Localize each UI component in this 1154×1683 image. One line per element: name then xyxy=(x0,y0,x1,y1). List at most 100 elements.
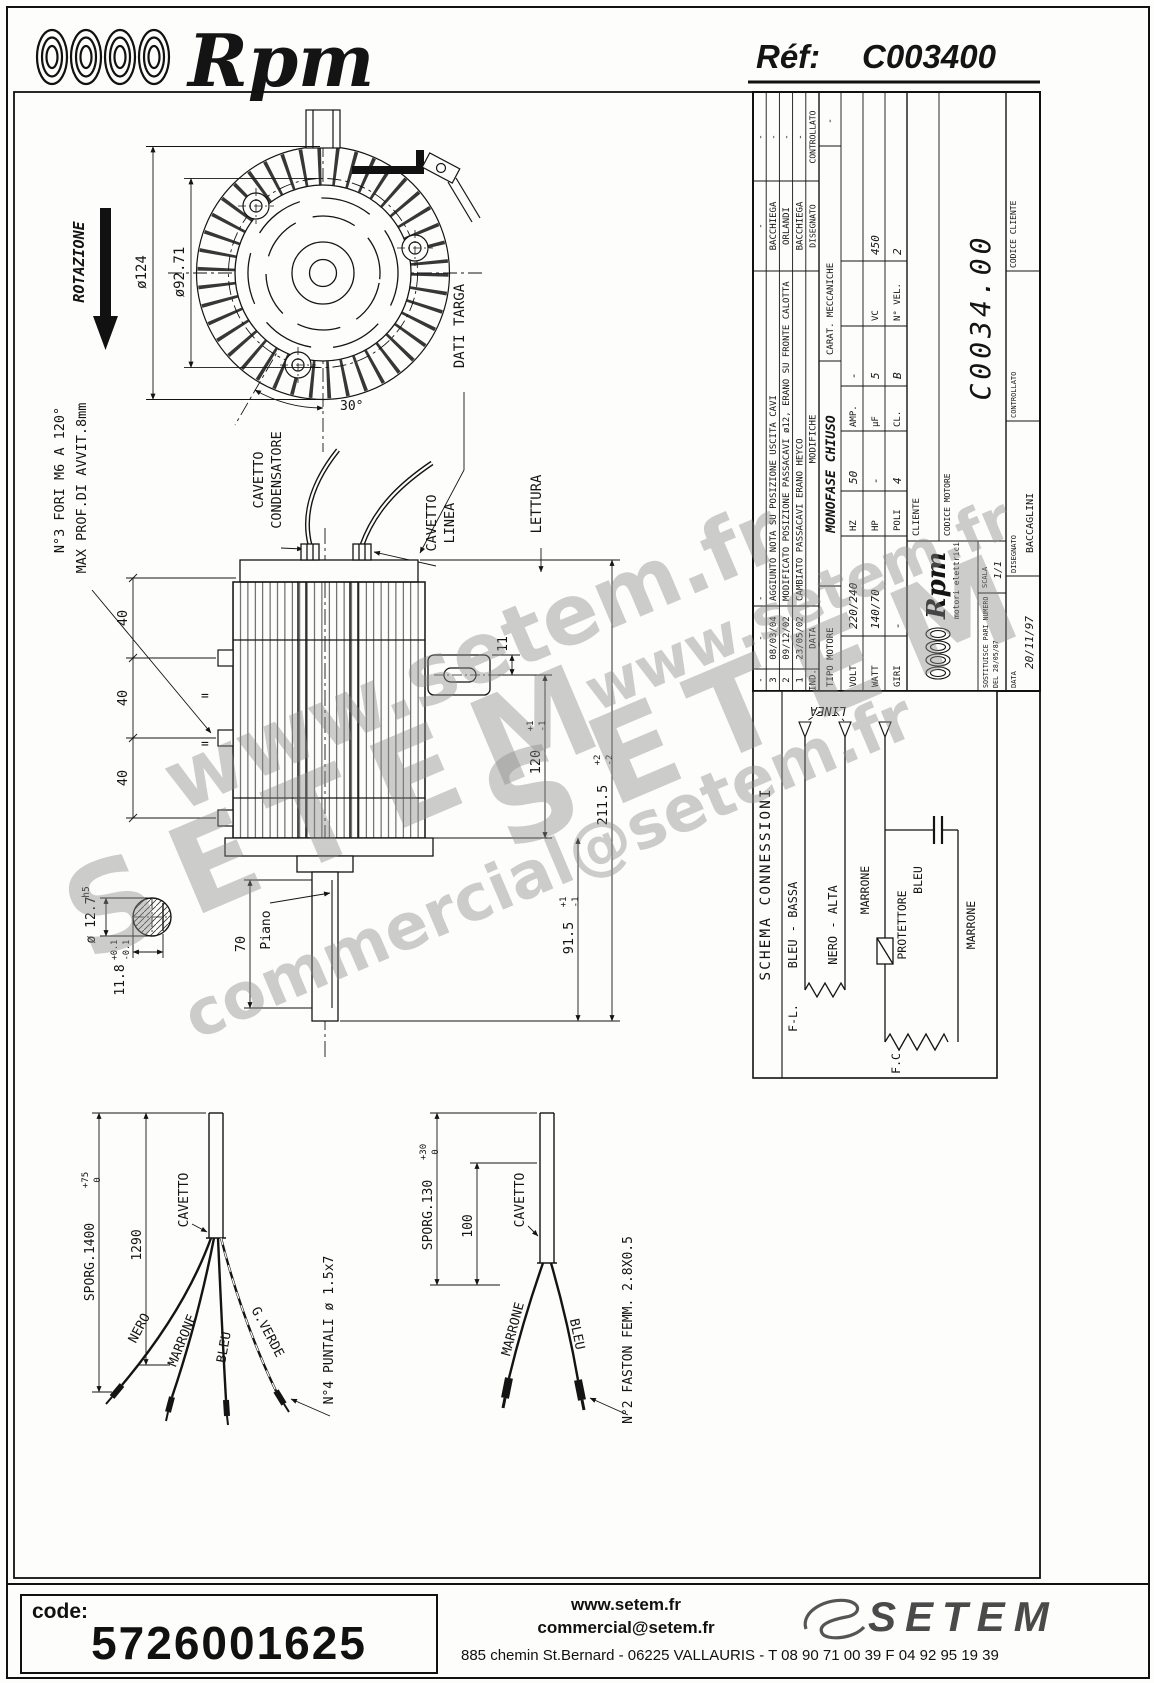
data-value: 20/11/97 xyxy=(1023,616,1036,669)
rotation-arrow xyxy=(93,208,118,350)
rev2-ind: 2 xyxy=(782,677,792,682)
tipo-motore-label: TIPO MOTORE xyxy=(826,627,836,687)
schema-bleu-bassa: BLEU - BASSA xyxy=(786,881,800,968)
puntali-leader xyxy=(290,1398,331,1417)
rev1-by: BACCHIEGA xyxy=(769,201,779,250)
elec-values: VOLT 220/240 HZ 50 AMP. - WATT 140/70 HP… xyxy=(847,235,904,687)
rev3-chk: - xyxy=(795,134,805,139)
amp-label: AMP. xyxy=(849,405,859,427)
flat-dim-label: 11.8 xyxy=(113,964,128,995)
faston-leader xyxy=(589,1397,629,1416)
hz-value: 50 xyxy=(847,470,860,484)
dim-120-tol-up: +1 xyxy=(526,721,536,732)
dati-targa-leader xyxy=(419,392,465,554)
rotazione-label: ROTAZIONE xyxy=(70,220,88,302)
setem-logo: SETEM xyxy=(798,1591,1128,1643)
dim-shaft-dia xyxy=(100,897,148,937)
controllato-label: CONTROLLATO xyxy=(1010,372,1018,418)
sporg130-label: SPORG.130 xyxy=(421,1180,436,1250)
cl-value: B xyxy=(891,372,904,379)
tb-logo-sub: motori elettrici xyxy=(952,542,961,619)
rev0-chk: - xyxy=(756,134,766,139)
cavetto-b-label: CAVETTO xyxy=(513,1172,528,1227)
poli-label: POLI xyxy=(893,509,903,531)
cliente-label: CLIENTE xyxy=(912,498,922,536)
data-label: DATA xyxy=(1010,670,1018,688)
hz-label: HZ xyxy=(849,520,859,531)
flat-tol-up: +0.1 xyxy=(110,940,120,960)
dim-40c: 40 xyxy=(115,770,131,786)
schema-connessioni: SCHEMA CONNESSIONI LINEA xyxy=(752,690,998,1079)
giri-label: GIRI xyxy=(893,665,903,687)
sporg1400-tol-dn: 0 xyxy=(93,1177,103,1182)
tipo-row-grid xyxy=(819,92,842,691)
angle-label: 30° xyxy=(340,399,363,414)
eq-mark-1: = xyxy=(201,689,209,704)
rev0-ind: - xyxy=(756,677,766,682)
title-block: - - - - - 3 08/03/04 AGGIUNTO NOTA SU PO… xyxy=(752,91,1041,692)
dim-211-tol-up: +2 xyxy=(593,755,603,766)
poli-value: 4 xyxy=(891,477,904,484)
code-value: 5726001625 xyxy=(91,1617,367,1669)
dim-211-label: 211.5 xyxy=(595,785,611,826)
piano-leader xyxy=(269,891,331,904)
ref-value: C003400 xyxy=(862,38,997,75)
drawing-frame xyxy=(13,91,1041,1579)
rev1-date: 08/03/04 xyxy=(769,616,779,659)
vc-value: 450 xyxy=(869,235,882,255)
volt-label: VOLT xyxy=(849,665,859,687)
rev1-desc: AGGIUNTO NOTA SU POSIZIONE USCITA CAVI xyxy=(769,395,779,601)
wire-b2-label: BLEU xyxy=(566,1317,587,1351)
nvel-label: N° VEL. xyxy=(893,283,903,321)
tipo-motore-value: MONOFASE CHIUSO xyxy=(824,415,839,534)
mounting-tab xyxy=(427,654,498,696)
hp-label: HP xyxy=(871,520,881,531)
volt-value: 220/240 xyxy=(847,582,860,629)
revision-table-grid xyxy=(753,92,820,691)
dim-40-chain xyxy=(126,573,236,823)
codice-motore-value: C0034.00 xyxy=(964,234,997,401)
cavetto-linea-label-2: LINEA xyxy=(442,503,458,544)
watt-label: WATT xyxy=(871,665,881,687)
dim-dia92 xyxy=(184,177,320,369)
rev-h-ind: IND. xyxy=(809,669,819,691)
motor-body xyxy=(232,581,426,839)
cable-clamp-bracket xyxy=(352,150,481,223)
dim-40b: 40 xyxy=(115,690,131,706)
dim-120 xyxy=(433,674,552,839)
eq-mark-2: = xyxy=(201,737,209,752)
dim-1290 xyxy=(139,1112,170,1366)
prof-note: MAX PROF.DI AVVIT.8mm xyxy=(74,403,90,574)
setem-swoosh-icon xyxy=(803,1598,866,1640)
vc-label: VC xyxy=(871,310,881,321)
rev1-chk: - xyxy=(769,134,779,139)
dim-70-label: 70 xyxy=(233,936,249,952)
puntali-note: N°4 PUNTALI ø 1.5x7 xyxy=(322,1256,337,1405)
wire-a3-label: BLEU xyxy=(214,1331,234,1364)
schema-nero-alta: NERO - ALTA xyxy=(826,884,840,964)
shaft-dia-tol: h5 xyxy=(81,886,92,897)
technical-drawing: Rpm Réf: C003400 xyxy=(13,18,1062,1579)
schema-fl: F-L. xyxy=(786,1004,800,1032)
rev3-ind: 1 xyxy=(795,677,805,682)
front-view: ROTAZIONE ø124 ø92.71 30° N°3 FORI M6 A … xyxy=(52,109,545,734)
cable-drawing-a: NERO MARRONE BLEU G.VERDE SPORG.1400 +75… xyxy=(81,1112,337,1426)
uf-label: µF xyxy=(871,416,881,427)
flat-tol-dn: -0.1 xyxy=(122,940,132,960)
tb-logo: Rpm motori elettrici xyxy=(922,542,961,680)
terminals-a xyxy=(105,1383,290,1426)
rev3-by: BACCHIEGA xyxy=(795,201,805,250)
schema-fc: F.C. xyxy=(889,1046,903,1074)
wire-a1-label: NERO xyxy=(126,1311,154,1346)
dim-211-tol-dn: -2 xyxy=(605,755,615,766)
ref-label: Réf: xyxy=(756,38,820,75)
cavetto-cond-leader xyxy=(280,546,304,552)
schema-protettore: PROTETTORE xyxy=(895,890,909,959)
shaft-dia-label: ø 12.7 xyxy=(84,897,99,944)
fori-leader xyxy=(91,589,212,734)
rev0-desc: - xyxy=(756,596,766,601)
dim-sporg130 xyxy=(430,1112,537,1286)
codice-motore-label: CODICE MOTORE xyxy=(943,473,952,536)
bottom-band-grid xyxy=(1006,270,1040,577)
